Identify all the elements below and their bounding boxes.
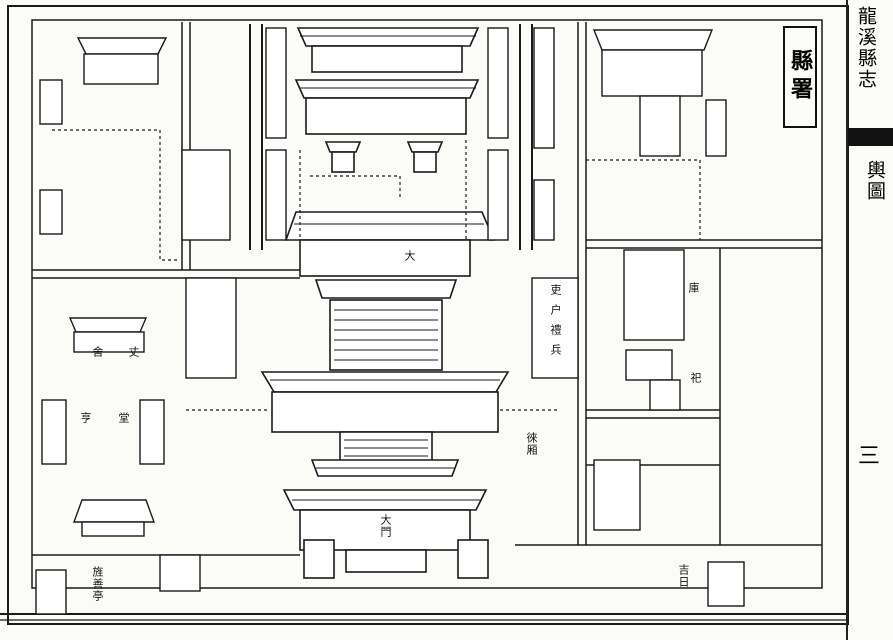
main-hall-roof — [260, 371, 510, 393]
book-title: 龍溪縣志 — [855, 6, 877, 90]
label-east-office-3: 禮 — [549, 324, 562, 336]
label-shrine: 祀 — [689, 372, 702, 384]
label-east-office-4: 兵 — [549, 344, 562, 356]
label-second-hall: 大 — [403, 250, 416, 262]
map-frame — [7, 5, 849, 625]
label-west-building-4: 堂 — [117, 412, 130, 424]
section-title: 輿圖 — [864, 160, 886, 202]
label-west-building-3: 亨 — [79, 412, 92, 424]
compound-wall — [31, 19, 823, 589]
west-wing — [185, 277, 237, 379]
main-hall — [271, 391, 499, 433]
rear-hall-roof — [296, 27, 480, 47]
central-stair — [329, 299, 443, 371]
label-road: 徠厢 — [525, 432, 538, 456]
east-wing — [531, 277, 579, 379]
label-front-gate: 大門 — [379, 514, 392, 538]
rear-hall — [311, 45, 463, 73]
page-margin — [846, 0, 893, 640]
label-west-building-1: 舍 — [91, 346, 104, 358]
label-east-office-1: 吏 — [549, 284, 562, 296]
second-hall-roof — [284, 211, 496, 241]
map-title-box: 縣署 — [783, 26, 817, 128]
label-storehouse: 庫 — [687, 282, 700, 294]
page-number: 三 — [858, 444, 881, 469]
label-pavilion: 旌善亭 — [91, 566, 104, 602]
fishtail-mark — [848, 128, 893, 146]
label-right-gate: 吉日 — [677, 564, 690, 588]
second-hall — [299, 239, 471, 277]
map-title: 縣署 — [787, 49, 813, 105]
label-west-building-2: 丈 — [127, 346, 140, 358]
label-east-office-2: 户 — [549, 304, 562, 316]
